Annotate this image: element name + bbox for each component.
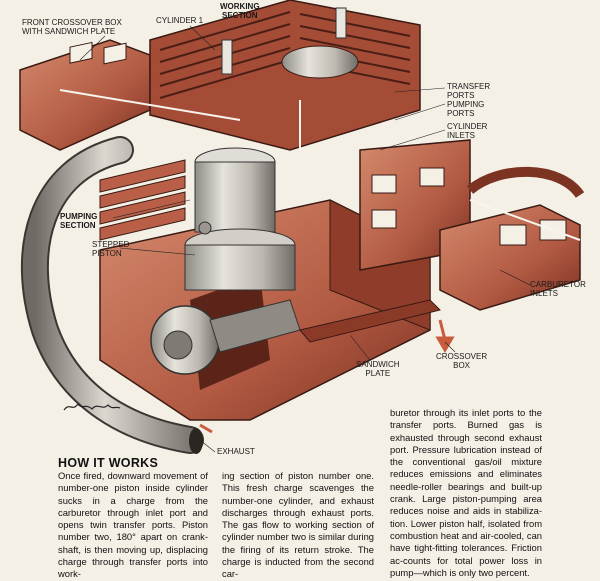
engine-cutaway-illustration <box>19 0 585 454</box>
pumping-section-fins <box>99 159 186 241</box>
stepped-piston <box>184 147 296 291</box>
article-column-1: Once fired, downward movement of number-… <box>58 470 208 580</box>
label-transfer-ports: TRANSFER PORTS <box>447 82 491 100</box>
label-pumping-section: PUMPING SECTION <box>60 212 98 230</box>
label-pumping-ports: PUMPING PORTS <box>447 100 485 118</box>
label-crossover-box: CROSSOVER BOX <box>436 352 488 370</box>
flow-arrows <box>59 89 581 241</box>
label-cylinder-inlets: CYLINDER INLETS <box>447 122 488 140</box>
artist-signature <box>63 402 121 411</box>
spark-plugs <box>221 7 347 75</box>
label-exhaust: EXHAUST <box>217 447 255 456</box>
label-front-crossover-box: FRONT CROSSOVER BOX WITH SANDWICH PLATE <box>22 18 122 36</box>
label-cylinder-1: CYLINDER 1 <box>156 16 204 25</box>
article-column-3: buretor through its inlet ports to the t… <box>390 407 542 578</box>
label-sandwich-plate: SANDWICH PLATE <box>356 360 400 378</box>
label-stepped-piston: STEPPED PISTON <box>92 240 130 258</box>
label-carburetor-inlets: CARBURETOR INLETS <box>530 280 586 298</box>
exhaust-pipe <box>20 136 204 454</box>
crankshaft <box>150 299 301 375</box>
crossover-box <box>439 166 585 311</box>
cylinder-head <box>149 0 421 151</box>
article-column-2: ing section of piston number one. This f… <box>222 470 374 580</box>
article-heading: HOW IT WORKS <box>58 456 159 470</box>
sandwich-plate <box>299 299 441 343</box>
label-working-section: WORKING SECTION <box>220 2 260 20</box>
